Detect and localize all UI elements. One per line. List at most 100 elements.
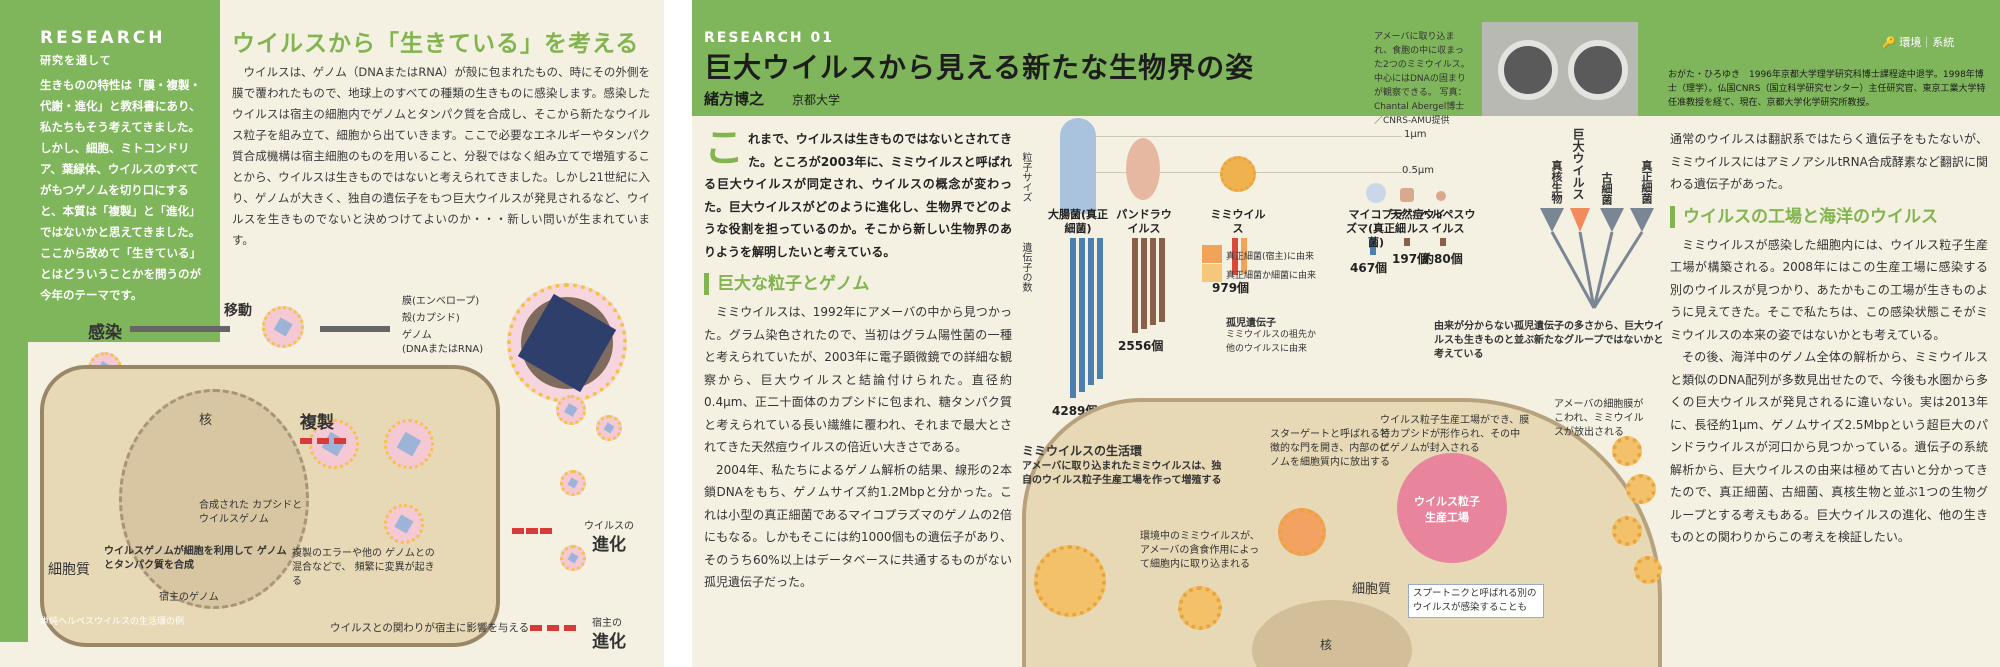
label-membrane: 膜(エンベロープ): [402, 296, 480, 307]
stargate-mimivirus-icon: [1278, 508, 1326, 556]
tree-giant-virus: 巨大ウイルス: [1571, 128, 1585, 200]
gene-bar-5-1: [1404, 238, 1410, 246]
gene-count-label-4: 467個: [1350, 261, 1388, 275]
left-page: RESEARCH 研究を通して 生きものの特性は「膜・複製・代謝・進化」と教科書…: [0, 0, 664, 667]
virus-evolution-arrow: [512, 528, 552, 542]
pandoravirus-illustration: [1126, 138, 1160, 200]
label-replication: 複製: [300, 413, 334, 433]
scale-1um-label: 1μm: [1404, 129, 1427, 140]
label-host-evolution-pre: 宿主の: [592, 618, 622, 629]
tree-tip-eukaryote: [1540, 208, 1564, 232]
mycoplasma-illustration: [1366, 183, 1386, 203]
size-axis-label: 粒子サイズ: [1020, 152, 1031, 202]
released-virus-icon-3: [560, 470, 586, 496]
organism-label-2: パンドラウイルス: [1116, 208, 1172, 235]
virus-structure-illustration: [507, 283, 627, 403]
research-number: RESEARCH 01: [704, 30, 834, 46]
paragraph-2: 2004年、私たちによるゲノム解析の結果、線形の2本鎖DNAをもち、ゲノムサイズ…: [704, 462, 1012, 590]
released-mimivirus-icon-2: [1626, 474, 1656, 504]
legend-other: 真正細菌か細菌に由来: [1226, 271, 1317, 281]
organism-label-4: マイコプラズマ(真正細菌): [1345, 208, 1407, 249]
label-nucleus: 核: [199, 413, 213, 428]
research-label: RESEARCH: [40, 28, 166, 48]
legend-orphan: ミミウイルスの祖先か 他のウイルスに由来: [1226, 330, 1317, 354]
released-mimivirus-icon-3: [1612, 516, 1642, 546]
tree-bacteria: 真正細菌: [1640, 160, 1653, 204]
released-mimivirus-icon-4: [1634, 556, 1662, 584]
left-green-strip: [0, 342, 28, 642]
mutant-virus-icon: [384, 504, 424, 544]
left-title: ウイルスから「生きている」を考える: [232, 31, 640, 57]
tree-archaea: 古細菌: [1600, 172, 1613, 205]
tree-tip-archaea: [1600, 208, 1624, 232]
section-heading-particle: 巨大な粒子とゲノム: [704, 273, 1012, 295]
replication-arrow: [300, 438, 346, 452]
lead-text: れまで、ウイルスは生きものではないとされてきた。ところが2003年に、ミミウイル…: [704, 132, 1012, 259]
label-host-link: ウイルスとの関わりが宿主に影響を与える: [330, 622, 530, 634]
gene-count-label-6: 約80個: [1422, 252, 1463, 266]
genome-core: [517, 293, 617, 393]
article-column-1: これまで、ウイルスは生きものではないとされてきた。ところが2003年に、ミミウイ…: [704, 128, 1012, 594]
col3-paragraph-0: 通常のウイルスは翻訳系ではたらく遺伝子をもたないが、ミミウイルスにはアミノアシル…: [1670, 132, 1988, 191]
author-affiliation: 京都大学: [792, 93, 841, 107]
assembled-virus-icon: [309, 419, 359, 469]
released-virus-icon-2: [596, 415, 622, 441]
category-tags: 🔑 環境｜系統: [1882, 34, 1954, 50]
author-name: 緒方博之: [704, 90, 765, 108]
label-host-genome: 宿主のゲノム: [159, 592, 219, 603]
phylogenetic-tree: [1540, 208, 1654, 309]
section-heading-factory: ウイルスの工場と海洋のウイルス: [1670, 205, 1988, 228]
left-intro-text: 生きものの特性は「膜・複製・代謝・進化」と教科書にあり、私たちもそう考えてきまし…: [40, 78, 201, 302]
gene-bar-1-3: [1088, 238, 1094, 385]
header-band: [692, 0, 2000, 116]
infection-arrow: [130, 326, 230, 332]
gene-bar-2-4: [1159, 238, 1165, 322]
released-virus-icon-4: [560, 545, 586, 571]
label-mutation: 複製のエラーや他の ゲノムとの混合などで、 頻繁に変異が起きる: [292, 548, 435, 587]
host-cell: 核 合成された カプシドと ウイルスゲノム ウイルスゲノムが細胞を利用して ゲノ…: [40, 365, 500, 647]
category-tags-text: 環境｜系統: [1899, 36, 1955, 49]
paragraph-1: ミミウイルスは、1992年にアメーバの中から見つかった。グラム染色されたので、当…: [704, 305, 1012, 454]
gene-count-label-5: 197個: [1392, 252, 1430, 266]
article-title: 巨大ウイルスから見える新たな生物界の姿: [704, 51, 1255, 84]
organism-label-5: 天然痘ウイルス: [1390, 208, 1446, 235]
organism-label-3: ミミウイルス: [1210, 208, 1266, 235]
label-virus-evolution: 進化: [592, 535, 626, 555]
gene-bar-2-2: [1141, 238, 1147, 329]
tree-eukaryote: 真核生物: [1550, 160, 1563, 204]
dropcap: こ: [704, 125, 744, 171]
gene-bar-3-1: [1232, 238, 1238, 275]
label-host-evolution: 進化: [592, 632, 626, 652]
engulfed-mimivirus-icon: [1178, 586, 1222, 630]
label-capsid: 殻(カプシド): [402, 313, 460, 324]
left-body-text: ウイルスは、ゲノム（DNAまたはRNA）が殻に包まれたもの、時にその外側を膜で覆…: [232, 65, 650, 247]
micrograph-photo: [1482, 22, 1638, 116]
note-factory: ウイルス粒子生産工場ができ、膜とカプシドが形作られ、その中にゲノムが封入される: [1380, 415, 1530, 454]
label-infection: 感染: [88, 323, 122, 343]
gene-count-label-3: 979個: [1212, 281, 1250, 295]
virus-particle-a: [1498, 40, 1558, 100]
label-cytoplasm: 細胞質: [48, 562, 90, 578]
legend-host: 真正細菌(宿主)に由来: [1226, 252, 1315, 262]
amoeba-nucleus-label: 核: [1320, 638, 1333, 652]
label-genome-sub: (DNAまたはRNA): [402, 344, 484, 355]
article-column-3: 通常のウイルスは翻訳系ではたらく遺伝子をもたないが、ミミウイルスにはアミノアシル…: [1670, 128, 1988, 549]
tree-tip-giant: [1570, 208, 1590, 232]
col3-paragraph-1: ミミウイルスが感染した細胞内には、ウイルス粒子生産工場が構築される。2008年に…: [1670, 237, 1988, 342]
gene-bar-2-3: [1150, 238, 1156, 325]
gene-bar-6-1: [1440, 238, 1446, 246]
virus-factory-label: ウイルス粒子 生産工場: [1414, 495, 1480, 524]
label-synth-caption: ウイルスゲノムが細胞を利用して ゲノムとタンパク質を合成: [104, 546, 287, 571]
col3-paragraph-2: その後、海洋中のゲノム全体の解析から、ミミウイルスと類似のDNA配列が多数見出せ…: [1670, 350, 1988, 544]
label-movement: 移動: [224, 303, 252, 319]
tree-note: 由来が分からない孤児遺伝子の多さから、巨大ウイルスも生きものと並ぶ新たなグループ…: [1434, 321, 1664, 360]
tree-tip-bacteria: [1630, 208, 1654, 232]
note-release: アメーバの細胞膜がこわれ、ミミウイルスが放出される: [1554, 399, 1644, 438]
released-virus-icon-1: [556, 395, 586, 425]
lifecycle-footnote: 単純ヘルペスウイルスの生活環の例: [40, 617, 185, 627]
movement-arrow: [320, 326, 390, 332]
gene-count-label-2: 2556個: [1118, 339, 1164, 353]
herpes-illustration: [1436, 191, 1446, 201]
label-synth: 合成された カプシドと ウイルスゲノム: [199, 500, 303, 525]
photo-caption: アメーバに取り込まれ、食胞の中に収まった2つのミミウイルス。中心にはDNAの固ま…: [1374, 32, 1470, 126]
